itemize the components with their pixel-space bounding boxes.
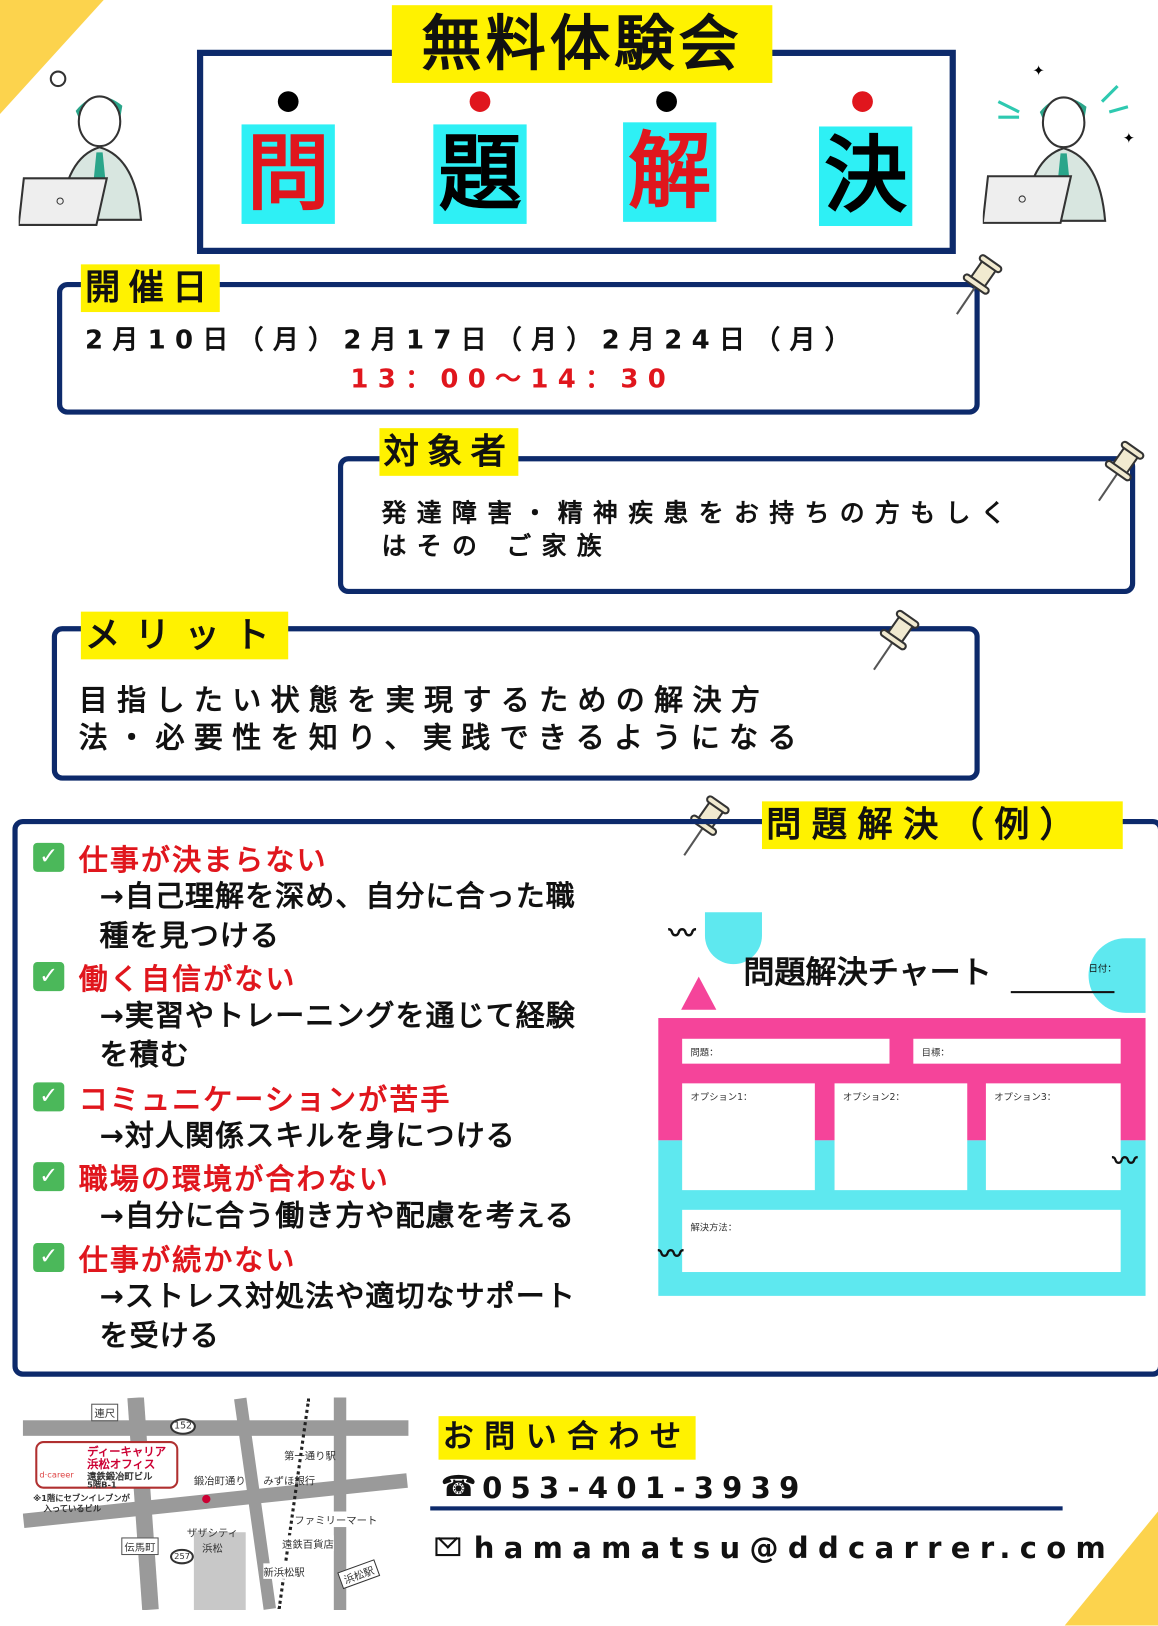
- problem-item: 職場の環境が合わない: [78, 1162, 390, 1197]
- target-line: はその ご家族: [381, 531, 613, 561]
- option-field: オプション1：: [682, 1083, 815, 1191]
- problem-item: 仕事が決まらない: [78, 842, 328, 878]
- schedule-label: 開催日: [80, 264, 220, 313]
- headline-char: 題: [433, 124, 527, 224]
- problem-item: 仕事が続かない: [78, 1243, 297, 1278]
- pushpin-icon: [956, 254, 1003, 315]
- merit-box: [51, 626, 980, 781]
- office-name: 浜松オフィス: [87, 1457, 156, 1472]
- dot: [277, 91, 299, 112]
- phone-number[interactable]: 053-401-3939: [482, 1471, 808, 1506]
- target-label: 対象者: [379, 428, 519, 476]
- deco-triangle: [681, 976, 717, 1010]
- headline-char: 問: [241, 124, 335, 224]
- option-field: オプション2：: [834, 1083, 968, 1191]
- goal-field: 目標：: [913, 1038, 1121, 1064]
- map-label: 連尺: [91, 1403, 119, 1422]
- wave-icon: 〰: [1112, 1146, 1138, 1176]
- office-name: ディーキャリア: [87, 1445, 167, 1459]
- map-label: ザザシティ浜松: [186, 1528, 239, 1556]
- solution-line: を積む: [99, 1037, 190, 1072]
- problem-solving-chart: 〰 問題解決チャート 日付： 問題： 目標： オプション1： オプション2： オ…: [658, 912, 1146, 1306]
- wave-icon: 〰: [658, 1239, 684, 1269]
- map-label: ファミリーマート: [294, 1511, 378, 1528]
- corner-decoration-bottom: [1064, 1511, 1158, 1626]
- solution-line: →対人関係スキルを身につける: [99, 1118, 516, 1153]
- merit-line: 法・必要性を知り、実践できるようになる: [78, 720, 806, 755]
- solution-line: →実習やトレーニングを通じて経験: [99, 998, 576, 1033]
- date-underline: [1010, 991, 1115, 994]
- office-marker: [202, 1494, 211, 1504]
- email-address[interactable]: hamamatsu@ddcarrer.com: [473, 1531, 1116, 1566]
- map-label: みずほ銀行: [263, 1476, 316, 1488]
- dot: [469, 91, 491, 112]
- schedule-dates: 2月10日（月）2月17日（月）2月24日（月）: [85, 324, 861, 355]
- office-logo: d·career: [39, 1470, 74, 1480]
- merit-line: 目指したい状態を実現するための解決方: [78, 683, 770, 718]
- svg-text:✦: ✦: [1123, 131, 1135, 147]
- headline-char: 解: [623, 122, 717, 222]
- schedule-box: [57, 281, 980, 415]
- map-note: 入っているビル: [43, 1504, 102, 1514]
- solution-line: 種を見つける: [99, 918, 280, 953]
- checkbox-icon: ✓: [33, 1243, 65, 1273]
- map-label: 第一通り駅: [284, 1451, 336, 1463]
- target-line: 発達障害・精神疾患をお持ちの方もしく: [381, 498, 1016, 528]
- mail-icon: [435, 1528, 461, 1557]
- checkbox-icon: ✓: [33, 1162, 65, 1192]
- problem-item: コミュニケーションが苦手: [78, 1082, 452, 1117]
- map-label: 新浜松駅: [263, 1563, 305, 1579]
- corner-decoration-top: [0, 0, 104, 115]
- map-label: 鍛冶町通り: [193, 1476, 246, 1488]
- checkbox-icon: ✓: [33, 842, 65, 872]
- solution-line: を受ける: [99, 1318, 220, 1353]
- checkbox-icon: ✓: [33, 962, 65, 992]
- confident-person-illustration: ✦✦: [982, 64, 1135, 224]
- map-note: ※1階にセブンイレブンが: [33, 1493, 130, 1504]
- contact-label: お問い合わせ: [438, 1416, 696, 1460]
- map-label: 遠鉄百貨店: [281, 1535, 334, 1551]
- svg-text:✦: ✦: [1033, 64, 1045, 80]
- solution-line: →自分に合う働き方や配慮を考える: [99, 1198, 575, 1233]
- date-field-label: 日付：: [1088, 964, 1117, 975]
- solution-line: →自己理解を深め、自分に合った職: [99, 879, 576, 914]
- worried-person-illustration: [18, 70, 143, 227]
- phone-icon: ☎: [440, 1469, 477, 1504]
- deco-circle: [1088, 938, 1146, 1013]
- dot: [852, 91, 873, 112]
- office-callout: [35, 1441, 179, 1489]
- wave-icon: 〰: [668, 918, 696, 950]
- office-floor: 5階B-1: [87, 1480, 117, 1490]
- route-sign: 257: [170, 1548, 195, 1565]
- pushpin-icon: [1098, 440, 1145, 502]
- problem-field: 問題：: [682, 1038, 890, 1064]
- contact-divider: [430, 1506, 1063, 1511]
- access-map: 連尺 152 d·career ディーキャリア 浜松オフィス 遠鉄鍛冶町ビル 5…: [22, 1397, 409, 1610]
- pushpin-icon: [873, 609, 920, 671]
- deco-circle: [704, 912, 762, 965]
- merit-label: メリット: [80, 611, 289, 660]
- map-label: 伝馬町: [121, 1537, 159, 1556]
- office-building: 遠鉄鍛冶町ビル: [87, 1472, 153, 1483]
- option-field: オプション3：: [985, 1083, 1121, 1191]
- solution-line: →ストレス対処法や適切なサポート: [99, 1279, 576, 1314]
- method-field: 解決方法：: [682, 1209, 1121, 1273]
- route-sign: 152: [170, 1418, 197, 1435]
- checkbox-icon: ✓: [33, 1082, 65, 1112]
- schedule-time: 13：00〜14：30: [350, 363, 676, 394]
- dot: [656, 91, 677, 112]
- page-title: 無料体験会: [391, 5, 773, 83]
- examples-label: 問題解決（例）: [761, 801, 1123, 850]
- headline-char: 決: [818, 126, 913, 227]
- problem-item: 働く自信がない: [78, 962, 297, 997]
- target-box: [337, 456, 1136, 595]
- chart-title: 問題解決チャート: [743, 954, 992, 992]
